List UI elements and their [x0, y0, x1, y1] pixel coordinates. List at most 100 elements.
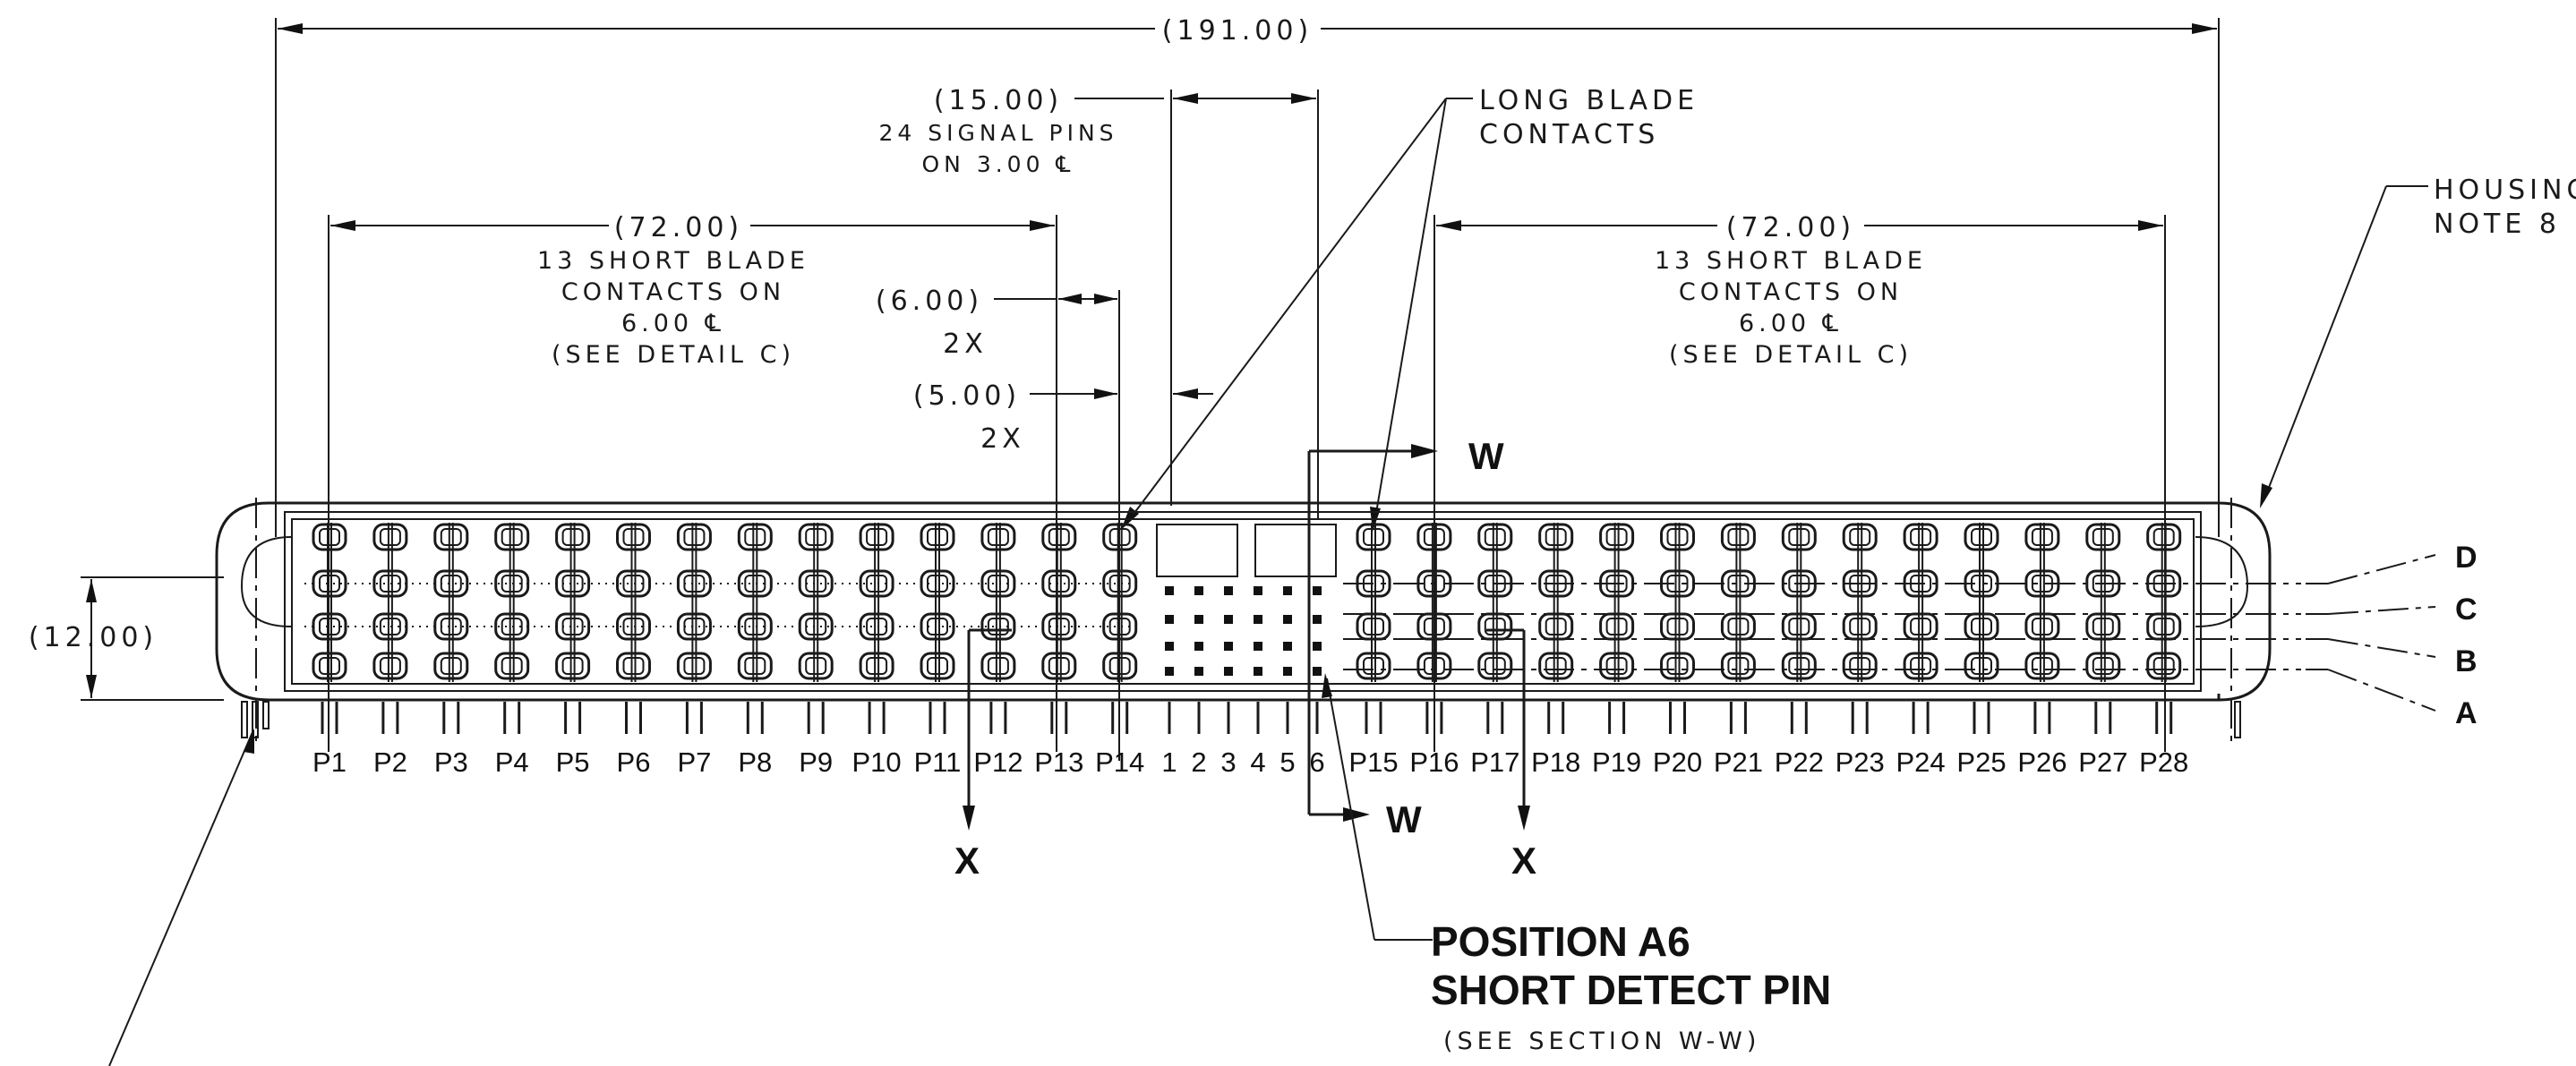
- signal-pin-label: 1: [1161, 746, 1177, 778]
- power-contact: [798, 523, 834, 682]
- power-pin-label: P14: [1095, 746, 1144, 778]
- left-hardware: [108, 701, 2241, 1066]
- power-pin-label: P20: [1653, 746, 1702, 778]
- signal-pin: [1283, 615, 1292, 624]
- power-pin-label: P5: [556, 746, 590, 778]
- signal-pin: [1313, 642, 1322, 651]
- position-a6-callout: POSITION A6 SHORT DETECT PIN (SEE SECTIO…: [1322, 673, 1831, 1055]
- right-short-line4: (SEE DETAIL C): [1669, 341, 1913, 369]
- power-pin-label: P6: [617, 746, 651, 778]
- height-dimension-text: (12.00): [29, 622, 158, 653]
- signal-pin-label: 6: [1309, 746, 1324, 778]
- left-short-line4: (SEE DETAIL C): [552, 341, 795, 369]
- power-pin-label: P25: [1956, 746, 2006, 778]
- power-pin-label: P11: [914, 746, 962, 778]
- height-dimension: (12.00): [29, 576, 224, 701]
- signal-pin: [1194, 615, 1203, 624]
- signal-dimension-line1: 24 SIGNAL PINS: [878, 120, 1117, 146]
- power-pin-label: P1: [312, 746, 347, 778]
- signal-pin-label: 2: [1191, 746, 1206, 778]
- signal-pin: [1165, 642, 1174, 651]
- power-contact: [1781, 523, 1817, 682]
- housing-callout: HOUSING NOTE 8: [2260, 175, 2576, 508]
- power-contact: [494, 523, 530, 682]
- left-short-blade-dimension: (72.00) 13 SHORT BLADE CONTACTS ON 6.00 …: [328, 212, 1057, 752]
- left-short-value: (72.00): [614, 212, 743, 243]
- signal-pin: [1165, 586, 1174, 595]
- power-pin-label: P12: [973, 746, 1023, 778]
- power-pin-label: P22: [1775, 746, 1824, 778]
- long-blade-line2: CONTACTS: [1479, 119, 1659, 150]
- right-short-blade-dimension: (72.00) 13 SHORT BLADE CONTACTS ON 6.00 …: [1433, 212, 2166, 752]
- power-pin-label: P26: [2017, 746, 2067, 778]
- row-label-d: D: [2455, 541, 2478, 575]
- long-blade-callout: LONG BLADE CONTACTS: [1121, 85, 1699, 532]
- signal-pin-label: 4: [1250, 746, 1265, 778]
- power-contact: [676, 523, 712, 682]
- left-short-line2: CONTACTS ON: [561, 278, 785, 306]
- power-contact: [1903, 523, 1938, 682]
- signal-pin: [1283, 586, 1292, 595]
- long-blade-line1: LONG BLADE: [1479, 85, 1699, 116]
- power-contact: [1416, 523, 1452, 682]
- pin-tails: [321, 702, 2173, 734]
- signal-pin: [1194, 642, 1203, 651]
- right-short-line3: 6.00 ℄: [1739, 310, 1843, 337]
- power-pin-label: P28: [2139, 746, 2188, 778]
- contacts-group: [304, 523, 2182, 682]
- connector-housing: [215, 498, 2272, 743]
- signal-dimension-line2: ON 3.00 ℄: [922, 151, 1075, 177]
- signal-pin: [1254, 586, 1262, 595]
- signal-pin: [1194, 667, 1203, 676]
- signal-dimension-value: (15.00): [934, 85, 1063, 116]
- signal-pin: [1165, 667, 1174, 676]
- right-short-value: (72.00): [1726, 212, 1855, 243]
- position-a6-line3: (SEE SECTION W-W): [1443, 1028, 1760, 1055]
- section-x-left: X: [954, 840, 980, 882]
- signal-pin: [1224, 642, 1233, 651]
- signal-pin: [1224, 586, 1233, 595]
- power-pin-label: P8: [738, 746, 772, 778]
- power-contact: [1041, 523, 1077, 682]
- signal-pin: [1254, 642, 1262, 651]
- right-short-line1: 13 SHORT BLADE: [1655, 247, 1927, 275]
- signal-pin: [1283, 642, 1292, 651]
- power-pin-label: P4: [495, 746, 529, 778]
- section-w-bottom: W: [1386, 798, 1422, 840]
- signal-pin: [1313, 586, 1322, 595]
- power-contact: [1842, 523, 1878, 682]
- power-contact: [555, 523, 591, 682]
- power-contact: [1599, 523, 1635, 682]
- power-pin-label: P23: [1836, 746, 1885, 778]
- power-pin-label: P17: [1470, 746, 1519, 778]
- signal-pin: [1224, 615, 1233, 624]
- power-contact: [1538, 523, 1574, 682]
- power-contact: [737, 523, 773, 682]
- position-a6-line1: POSITION A6: [1431, 918, 1690, 965]
- dim-5-count: 2X: [980, 423, 1025, 455]
- signal-pin: [1194, 586, 1203, 595]
- power-contact: [1660, 523, 1695, 682]
- signal-pin: [1254, 615, 1262, 624]
- pitch-dimensions: (6.00) 2X (5.00) 2X: [876, 286, 1120, 761]
- power-pin-label: P13: [1034, 746, 1083, 778]
- power-pin-label: P21: [1714, 746, 1763, 778]
- dim-5-value: (5.00): [913, 380, 1021, 412]
- signal-pin: [1224, 667, 1233, 676]
- position-a6-line2: SHORT DETECT PIN: [1431, 967, 1831, 1013]
- power-contact: [433, 523, 469, 682]
- power-pin-label: P27: [2078, 746, 2127, 778]
- power-contact: [859, 523, 894, 682]
- signal-pin-grid: [1165, 586, 1322, 676]
- signal-pin: [1165, 615, 1174, 624]
- power-pin-label: P16: [1409, 746, 1459, 778]
- housing-line1: HOUSING: [2434, 175, 2576, 206]
- power-contact: [1477, 523, 1513, 682]
- row-centerlines: D C B A: [1343, 541, 2478, 730]
- row-label-a: A: [2455, 696, 2478, 730]
- section-w: W W: [1307, 435, 1504, 840]
- power-contact: [616, 523, 651, 682]
- section-x: X X: [954, 628, 1536, 882]
- overall-dimension-text: (191.00): [1162, 15, 1313, 47]
- power-pin-label: P2: [373, 746, 407, 778]
